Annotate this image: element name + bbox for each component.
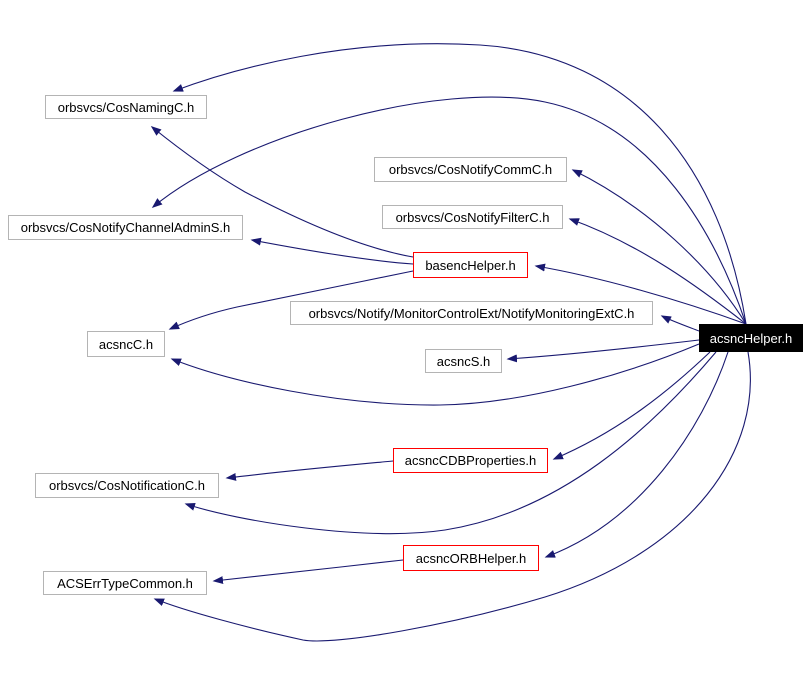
node-basenc[interactable]: basencHelper.h [413, 252, 528, 278]
edge-helper-channeladmin [151, 96, 747, 325]
node-cosnotif[interactable]: orbsvcs/CosNotificationC.h [35, 473, 219, 498]
edge-helper-basenc [534, 263, 747, 325]
edge-helper-filterc [568, 218, 747, 325]
node-orb[interactable]: acsncORBHelper.h [403, 545, 539, 571]
node-commc[interactable]: orbsvcs/CosNotifyCommC.h [374, 157, 567, 182]
edge-helper-monext [660, 315, 700, 332]
node-monext[interactable]: orbsvcs/Notify/MonitorControlExt/NotifyM… [290, 301, 653, 325]
node-filterc[interactable]: orbsvcs/CosNotifyFilterC.h [382, 205, 563, 229]
edge-helper-orb [544, 351, 729, 558]
edge-helper-commc [571, 169, 747, 325]
edge-cdb-cosnotif [225, 460, 394, 481]
edge-helper-acsncc [170, 343, 700, 406]
node-cosnaming[interactable]: orbsvcs/CosNamingC.h [45, 95, 207, 119]
node-helper: acsncHelper.h [699, 324, 803, 352]
edge-helper-cosnotif [184, 351, 717, 535]
node-acsncs[interactable]: acsncS.h [425, 349, 502, 373]
edge-basenc-cosnaming [150, 126, 414, 258]
edge-helper-cdb [552, 351, 711, 460]
edge-basenc-acsncc [168, 270, 414, 330]
node-cdb[interactable]: acsncCDBProperties.h [393, 448, 548, 473]
node-acsncc[interactable]: acsncC.h [87, 331, 165, 357]
edge-helper-acsncs [506, 339, 700, 363]
edge-helper-cosnaming [172, 43, 747, 325]
node-acserr[interactable]: ACSErrTypeCommon.h [43, 571, 207, 595]
edge-helper-acserr [153, 351, 751, 642]
node-channeladmin[interactable]: orbsvcs/CosNotifyChannelAdminS.h [8, 215, 243, 240]
edges [150, 43, 751, 642]
edge-basenc-channeladmin [250, 237, 414, 265]
edge-orb-acserr [212, 559, 404, 585]
